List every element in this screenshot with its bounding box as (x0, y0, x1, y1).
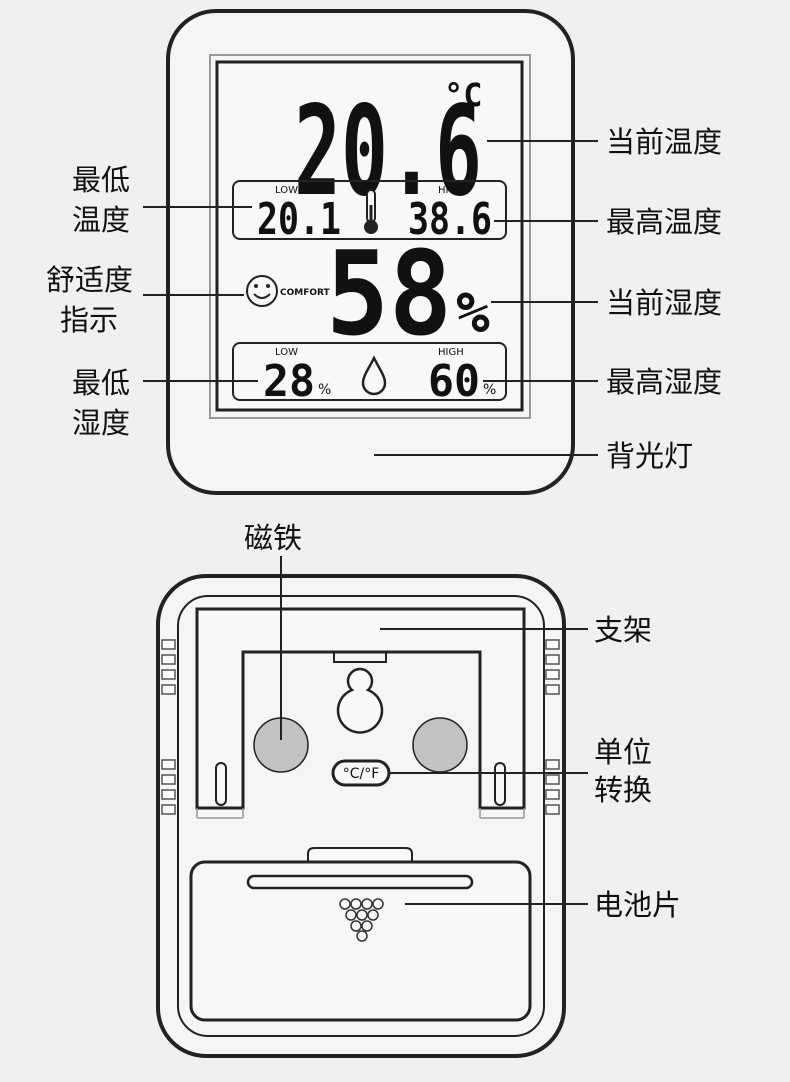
current-humidity-value: 58 (326, 227, 452, 362)
label-unit-switch-line1: 单位 (594, 735, 652, 769)
lcd-screen (215, 60, 524, 412)
front-callout-lines (143, 140, 598, 456)
humidity-minmax-box (232, 342, 507, 401)
battery-cover-tab (307, 847, 413, 862)
water-drop-icon (361, 355, 387, 396)
grip-ridges (161, 639, 560, 815)
temp-high-tag: HIGH (438, 185, 464, 196)
label-min-humidity-line1: 最低 (72, 366, 130, 400)
max-humidity-percent: % (483, 382, 496, 398)
label-comfort-line2: 指示 (60, 303, 118, 337)
label-min-temp-line1: 最低 (72, 163, 130, 197)
magnet-right (412, 717, 468, 773)
label-max-humidity: 最高湿度 (606, 365, 722, 399)
label-battery: 电池片 (594, 888, 681, 922)
humidity-high-tag: HIGH (438, 347, 464, 358)
temp-unit: °C (444, 76, 483, 114)
label-min-humidity-line2: 湿度 (72, 406, 130, 440)
back-callout-lines (280, 556, 588, 905)
comfort-text: COMFORT (280, 288, 331, 298)
hanging-hole-icon (336, 667, 384, 734)
min-humidity-value: 28 (263, 356, 315, 407)
current-temp-value: 20.6 (294, 80, 482, 224)
humidity-unit: % (456, 281, 490, 346)
label-max-temp: 最高温度 (606, 205, 722, 239)
label-stand: 支架 (594, 613, 652, 647)
back-inner-rim (177, 595, 545, 1037)
min-humidity-percent: % (318, 382, 331, 398)
stand-slot-right (494, 762, 506, 806)
label-backlight: 背光灯 (606, 439, 693, 473)
battery-cover-grip (246, 874, 474, 890)
top-tab (333, 652, 387, 663)
label-comfort-line1: 舒适度 (46, 263, 133, 297)
label-current-humidity: 当前湿度 (606, 286, 722, 320)
open-arrow-dots-icon (339, 898, 384, 942)
temp-low-tag: LOW (275, 185, 298, 196)
label-current-temp: 当前温度 (606, 125, 722, 159)
thermometer-icon (364, 189, 378, 234)
front-view: 20.6 °C LOW HIGH 20.1 38.6 COMFORT 58 % … (166, 9, 575, 495)
temp-minmax-box (232, 180, 507, 240)
humidity-low-tag: LOW (275, 347, 298, 358)
label-min-temp-line2: 温度 (72, 203, 130, 237)
max-temp-value: 38.6 (408, 194, 492, 245)
stand-slot-left (215, 762, 227, 806)
label-unit-switch-line2: 转换 (594, 773, 652, 807)
comfort-smiley-icon (246, 275, 278, 307)
unit-switch-text: °C/°F (343, 766, 380, 782)
max-humidity-value: 60 (428, 356, 480, 407)
min-temp-value: 20.1 (257, 194, 341, 245)
back-view: °C/°F (156, 574, 566, 1058)
label-magnet: 磁铁 (244, 521, 302, 555)
